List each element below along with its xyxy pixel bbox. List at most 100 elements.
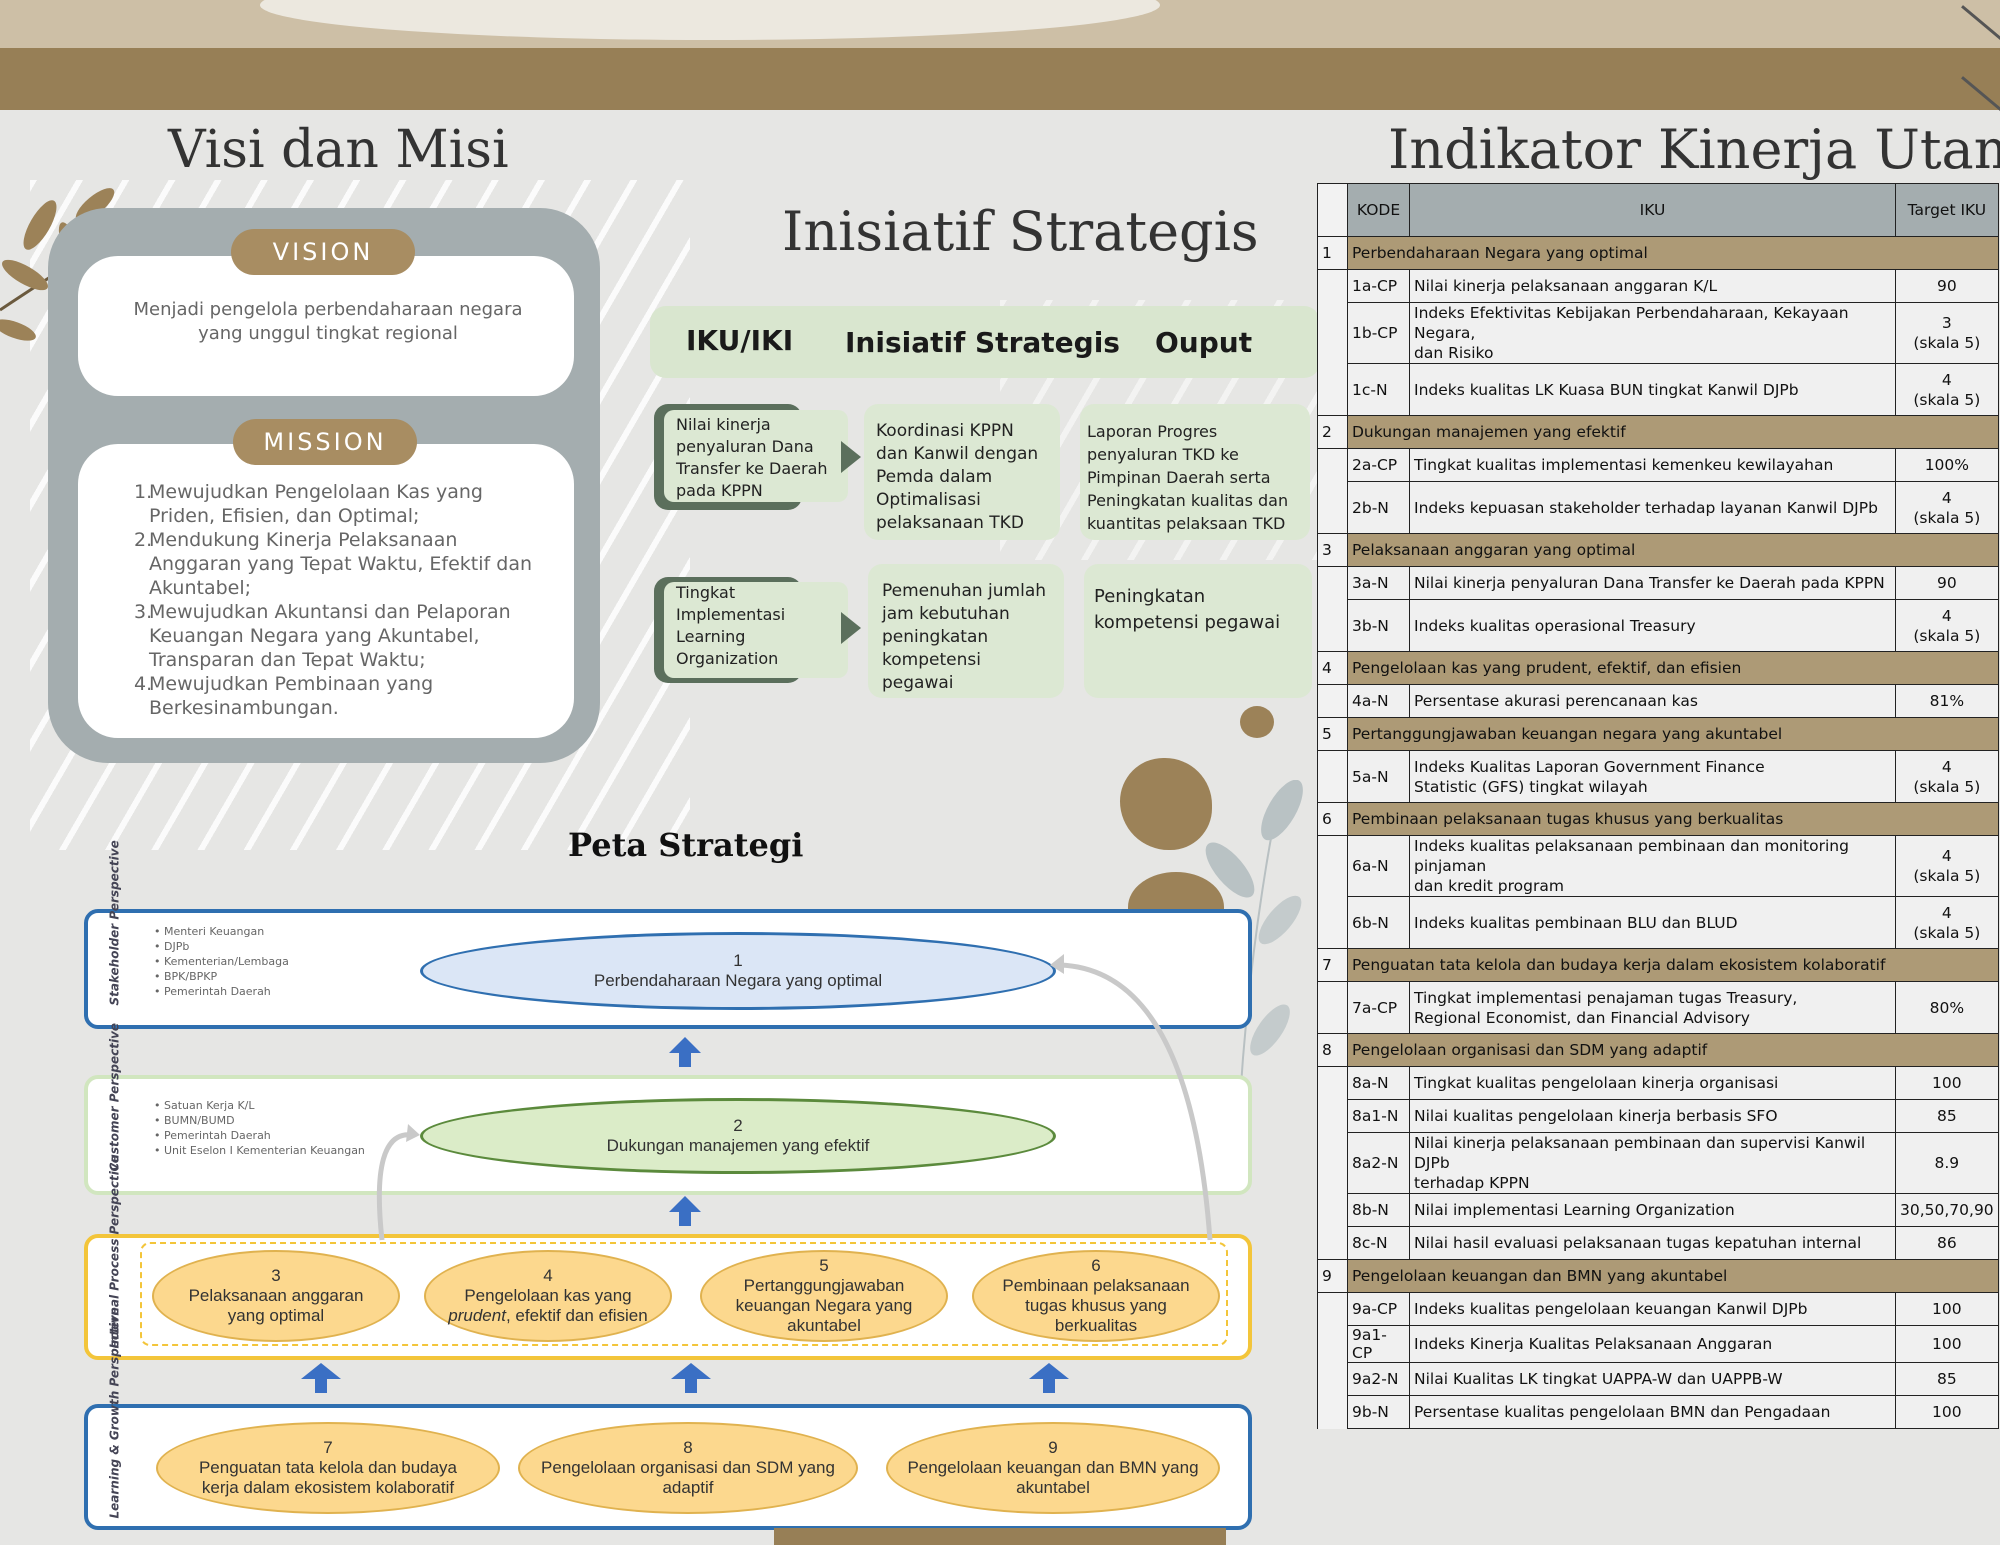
cell-target: 4 (skala 5) xyxy=(1895,363,1999,416)
cell-iku: Tingkat kualitas pengelolaan kinerja org… xyxy=(1409,1066,1896,1100)
col-header-kode: KODE xyxy=(1347,183,1410,237)
customer-item: Pemerintah Daerah xyxy=(154,1128,365,1143)
inisiatif-header: IKU/IKI Inisiatif Strategis Ouput xyxy=(650,306,1320,378)
mission-item: 4.Mewujudkan Pembinaan yang Berkesinambu… xyxy=(134,673,434,719)
group-number: 4 xyxy=(1317,651,1348,685)
cell-kode: 2b-N xyxy=(1347,481,1410,534)
cell-kode: 1b-CP xyxy=(1347,302,1410,364)
strategy-oval-2: 2 Dukungan manajemen yang efektif xyxy=(420,1098,1056,1174)
cell-iku: Indeks kualitas pembinaan BLU dan BLUD xyxy=(1409,896,1896,949)
oval-text: Dukungan manajemen yang efektif xyxy=(606,1136,870,1155)
vision-text: Menjadi pengelola perbendaharaan negara … xyxy=(133,299,523,344)
oval-number: 6 xyxy=(1091,1256,1101,1275)
peta-title: Peta Strategi xyxy=(568,826,804,864)
cell-iku: Indeks Efektivitas Kebijakan Perbendahar… xyxy=(1409,302,1896,364)
cell-kode: 9a2-N xyxy=(1347,1362,1410,1396)
stakeholder-perspective-label: Stakeholder Perspective xyxy=(108,840,122,1005)
mission-item: 1.Mewujudkan Pengelolaan Kas yang Priden… xyxy=(134,481,483,527)
cell-target: 100 xyxy=(1895,1292,1999,1326)
mission-label: MISSION xyxy=(233,419,417,465)
group-number: 5 xyxy=(1317,717,1348,751)
cell-kode: 6b-N xyxy=(1347,896,1410,949)
dot-decoration xyxy=(1240,706,1274,738)
col-header-target: Target IKU xyxy=(1895,183,1999,237)
header-bar xyxy=(0,48,2000,110)
group-title: Pengelolaan keuangan dan BMN yang akunta… xyxy=(1347,1259,1999,1293)
cell-kode: 8b-N xyxy=(1347,1193,1410,1227)
output-card-text: Peningkatan kompetensi pegawai xyxy=(1094,586,1281,633)
cell-iku: Persentase kualitas pengelolaan BMN dan … xyxy=(1409,1395,1896,1429)
bottom-strip xyxy=(774,1528,1226,1545)
cell-target: 85 xyxy=(1895,1099,1999,1133)
header-inisiatif: Inisiatif Strategis xyxy=(845,326,1120,359)
cell-target: 4 (skala 5) xyxy=(1895,835,1999,897)
strategy-oval-4: 4 Pengelolaan kas yang prudent, efektif … xyxy=(424,1250,672,1342)
mission-box: 1.Mewujudkan Pengelolaan Kas yang Priden… xyxy=(78,444,574,738)
inisiatif-title: Inisiatif Strategis xyxy=(782,200,1259,263)
cell-kode: 1c-N xyxy=(1347,363,1410,416)
cell-kode: 5a-N xyxy=(1347,750,1410,803)
cell-iku: Nilai Kualitas LK tingkat UAPPA-W dan UA… xyxy=(1409,1362,1896,1396)
cell-iku: Tingkat kualitas implementasi kemenkeu k… xyxy=(1409,448,1896,482)
cell-iku: Indeks kualitas pengelolaan keuangan Kan… xyxy=(1409,1292,1896,1326)
oval-text: Pelaksanaan anggaran yang optimal xyxy=(188,1286,364,1325)
cell-kode: 2a-CP xyxy=(1347,448,1410,482)
cell-iku: Indeks kualitas operasional Treasury xyxy=(1409,599,1896,652)
cell-target: 85 xyxy=(1895,1362,1999,1396)
strategy-oval-7: 7 Penguatan tata kelola dan budaya kerja… xyxy=(156,1422,500,1514)
cell-target: 4 (skala 5) xyxy=(1895,896,1999,949)
cell-target: 30,50,70,90 xyxy=(1895,1193,1999,1227)
group-number: 8 xyxy=(1317,1033,1348,1067)
cell-iku: Indeks kepuasan stakeholder terhadap lay… xyxy=(1409,481,1896,534)
cell-kode: 9a-CP xyxy=(1347,1292,1410,1326)
cell-kode: 8c-N xyxy=(1347,1226,1410,1260)
cell-target: 4 (skala 5) xyxy=(1895,599,1999,652)
oval-number: 1 xyxy=(733,951,743,970)
customer-item: Satuan Kerja K/L xyxy=(154,1098,365,1113)
cell-target: 4 (skala 5) xyxy=(1895,481,1999,534)
cell-iku: Nilai kinerja penyaluran Dana Transfer k… xyxy=(1409,566,1896,600)
iku-card: Tingkat Implementasi Learning Organizati… xyxy=(664,582,848,678)
oval-text: Pengelolaan keuangan dan BMN yang akunta… xyxy=(907,1458,1199,1497)
oval-text: Perbendaharaan Negara yang optimal xyxy=(593,971,883,990)
output-card-text: Laporan Progres penyaluran TKD ke Pimpin… xyxy=(1087,422,1289,533)
strategy-card: Pemenuhan jumlah jam kebutuhan peningkat… xyxy=(868,564,1064,698)
cell-iku: Indeks Kualitas Laporan Government Finan… xyxy=(1409,750,1896,803)
iku-card: Nilai kinerja penyaluran Dana Transfer k… xyxy=(664,410,848,502)
oval-number: 2 xyxy=(733,1116,743,1135)
group-number: 9 xyxy=(1317,1259,1348,1293)
cell-target: 100% xyxy=(1895,448,1999,482)
cell-target: 80% xyxy=(1895,981,1999,1034)
group-title: Perbendaharaan Negara yang optimal xyxy=(1347,236,1999,270)
cell-kode: 4a-N xyxy=(1347,684,1410,718)
oval-text: Pengelolaan organisasi dan SDM yang adap… xyxy=(541,1458,835,1497)
oval-number: 7 xyxy=(323,1438,333,1457)
cell-iku: Nilai kinerja pelaksanaan pembinaan dan … xyxy=(1409,1132,1896,1194)
cell-iku: Indeks Kinerja Kualitas Pelaksanaan Angg… xyxy=(1409,1325,1896,1363)
cell-target: 90 xyxy=(1895,269,1999,303)
group-number: 3 xyxy=(1317,533,1348,567)
iku-card-text: Nilai kinerja penyaluran Dana Transfer k… xyxy=(676,415,828,500)
cell-iku: Nilai kualitas pengelolaan kinerja berba… xyxy=(1409,1099,1896,1133)
